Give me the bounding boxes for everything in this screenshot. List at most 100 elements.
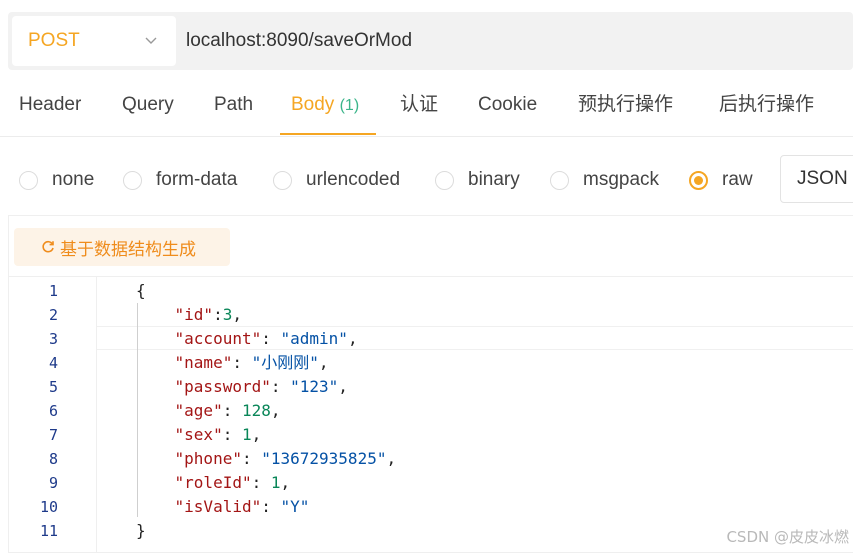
json-comma: , <box>251 425 262 444</box>
json-string-value: "123" <box>290 377 339 396</box>
json-number-value: 1 <box>241 425 252 444</box>
method-label: POST <box>28 30 80 51</box>
radio-msgpack[interactable]: msgpack <box>550 155 659 205</box>
radio-label: urlencoded <box>306 169 401 190</box>
code-text: "name": "小刚刚", <box>136 351 329 375</box>
code-line: 2 "id":3, <box>0 303 853 327</box>
indent-guide <box>137 303 138 517</box>
tab-label: Query <box>122 94 174 115</box>
radio-circle <box>435 170 454 190</box>
json-brace: } <box>136 521 146 540</box>
tab-label: Path <box>214 94 254 115</box>
radio-label: raw <box>722 169 753 190</box>
code-line: 9 "roleId": 1, <box>0 471 853 495</box>
json-separator: : <box>241 449 262 468</box>
json-number-value: 128 <box>241 401 271 420</box>
line-number: 1 <box>48 282 58 300</box>
json-key: "name" <box>174 353 233 372</box>
json-comma: , <box>318 353 329 372</box>
json-indent <box>136 377 175 396</box>
json-separator: : <box>270 377 291 396</box>
json-string-value: "小刚刚" <box>251 353 319 372</box>
tab-post-request[interactable]: 后执行操作 <box>719 72 814 136</box>
code-text: "isValid": "Y" <box>136 495 310 519</box>
line-number: 9 <box>48 474 58 492</box>
code-text: } <box>136 519 146 543</box>
radio-form-data[interactable]: form-data <box>123 155 237 205</box>
tab-path[interactable]: Path <box>214 72 253 136</box>
tab-label: Body <box>291 94 335 115</box>
tab-label: Cookie <box>478 94 538 115</box>
json-indent <box>136 497 175 516</box>
raw-format-select[interactable]: JSON <box>780 155 853 203</box>
json-separator: : <box>232 353 252 372</box>
json-key: "account" <box>174 329 262 348</box>
code-line: 6 "age": 128, <box>0 399 853 423</box>
json-key: "roleId" <box>174 473 252 492</box>
json-number-value: 1 <box>270 473 281 492</box>
url-bar: POST localhost:8090/saveOrMod <box>8 12 853 70</box>
tab-cookie[interactable]: Cookie <box>478 72 537 136</box>
active-line-highlight <box>97 326 853 350</box>
code-line: 8 "phone": "13672935825", <box>0 447 853 471</box>
tab-body-count: (1) <box>339 97 360 114</box>
editor-divider <box>9 276 853 277</box>
radio-circle <box>19 170 38 190</box>
tab-label: 后执行操作 <box>719 94 815 115</box>
generate-label: 基于数据结构生成 <box>60 239 196 260</box>
json-key: "isValid" <box>174 497 262 516</box>
json-key: "age" <box>174 401 223 420</box>
line-number: 10 <box>39 498 58 516</box>
json-comma: , <box>232 305 242 324</box>
json-key: "sex" <box>174 425 223 444</box>
line-number: 6 <box>48 402 58 420</box>
json-separator: : <box>261 329 281 348</box>
radio-label: msgpack <box>583 169 660 190</box>
json-brace: { <box>136 281 146 300</box>
json-key: "phone" <box>174 449 242 468</box>
active-tab-indicator <box>280 133 376 135</box>
json-comma: , <box>338 377 348 396</box>
json-separator: : <box>261 497 281 516</box>
watermark: CSDN @皮皮冰燃 <box>726 528 849 546</box>
tab-label: Header <box>19 94 82 115</box>
code-line: 11} <box>0 519 853 543</box>
line-number: 5 <box>48 378 58 396</box>
json-number-value: 3 <box>222 305 233 324</box>
request-tabs: Header Query Path Body (1) 认证 Cookie 预执行… <box>0 72 853 137</box>
radio-binary[interactable]: binary <box>435 155 520 205</box>
radio-circle-checked <box>689 170 708 190</box>
radio-circle <box>273 170 292 190</box>
tab-label: 预执行操作 <box>578 94 674 115</box>
radio-urlencoded[interactable]: urlencoded <box>273 155 400 205</box>
json-indent <box>136 401 175 420</box>
radio-circle <box>550 170 569 190</box>
tab-pre-request[interactable]: 预执行操作 <box>578 72 673 136</box>
code-text: "account": "admin", <box>136 327 358 351</box>
tab-body[interactable]: Body (1) <box>291 72 359 136</box>
generate-from-schema-button[interactable]: 基于数据结构生成 <box>14 228 230 266</box>
code-line: 5 "password": "123", <box>0 375 853 399</box>
code-line: 1{ <box>0 279 853 303</box>
method-select[interactable]: POST <box>12 16 176 66</box>
tab-header[interactable]: Header <box>19 72 81 136</box>
tab-auth[interactable]: 认证 <box>400 72 438 136</box>
json-indent <box>136 305 175 324</box>
json-key: "password" <box>174 377 271 396</box>
radio-circle <box>123 170 142 190</box>
code-line: 4 "name": "小刚刚", <box>0 351 853 375</box>
radio-raw[interactable]: raw <box>689 155 753 205</box>
radio-label: none <box>52 169 95 190</box>
json-indent <box>136 329 175 348</box>
json-comma: , <box>280 473 291 492</box>
json-indent <box>136 449 175 468</box>
json-separator: : <box>251 473 271 492</box>
line-number: 4 <box>48 354 58 372</box>
tab-query[interactable]: Query <box>122 72 174 136</box>
radio-none[interactable]: none <box>19 155 94 205</box>
json-indent <box>136 425 175 444</box>
line-number: 2 <box>48 306 58 324</box>
url-input[interactable]: localhost:8090/saveOrMod <box>186 30 413 51</box>
code-line: 10 "isValid": "Y" <box>0 495 853 519</box>
json-comma: , <box>347 329 358 348</box>
